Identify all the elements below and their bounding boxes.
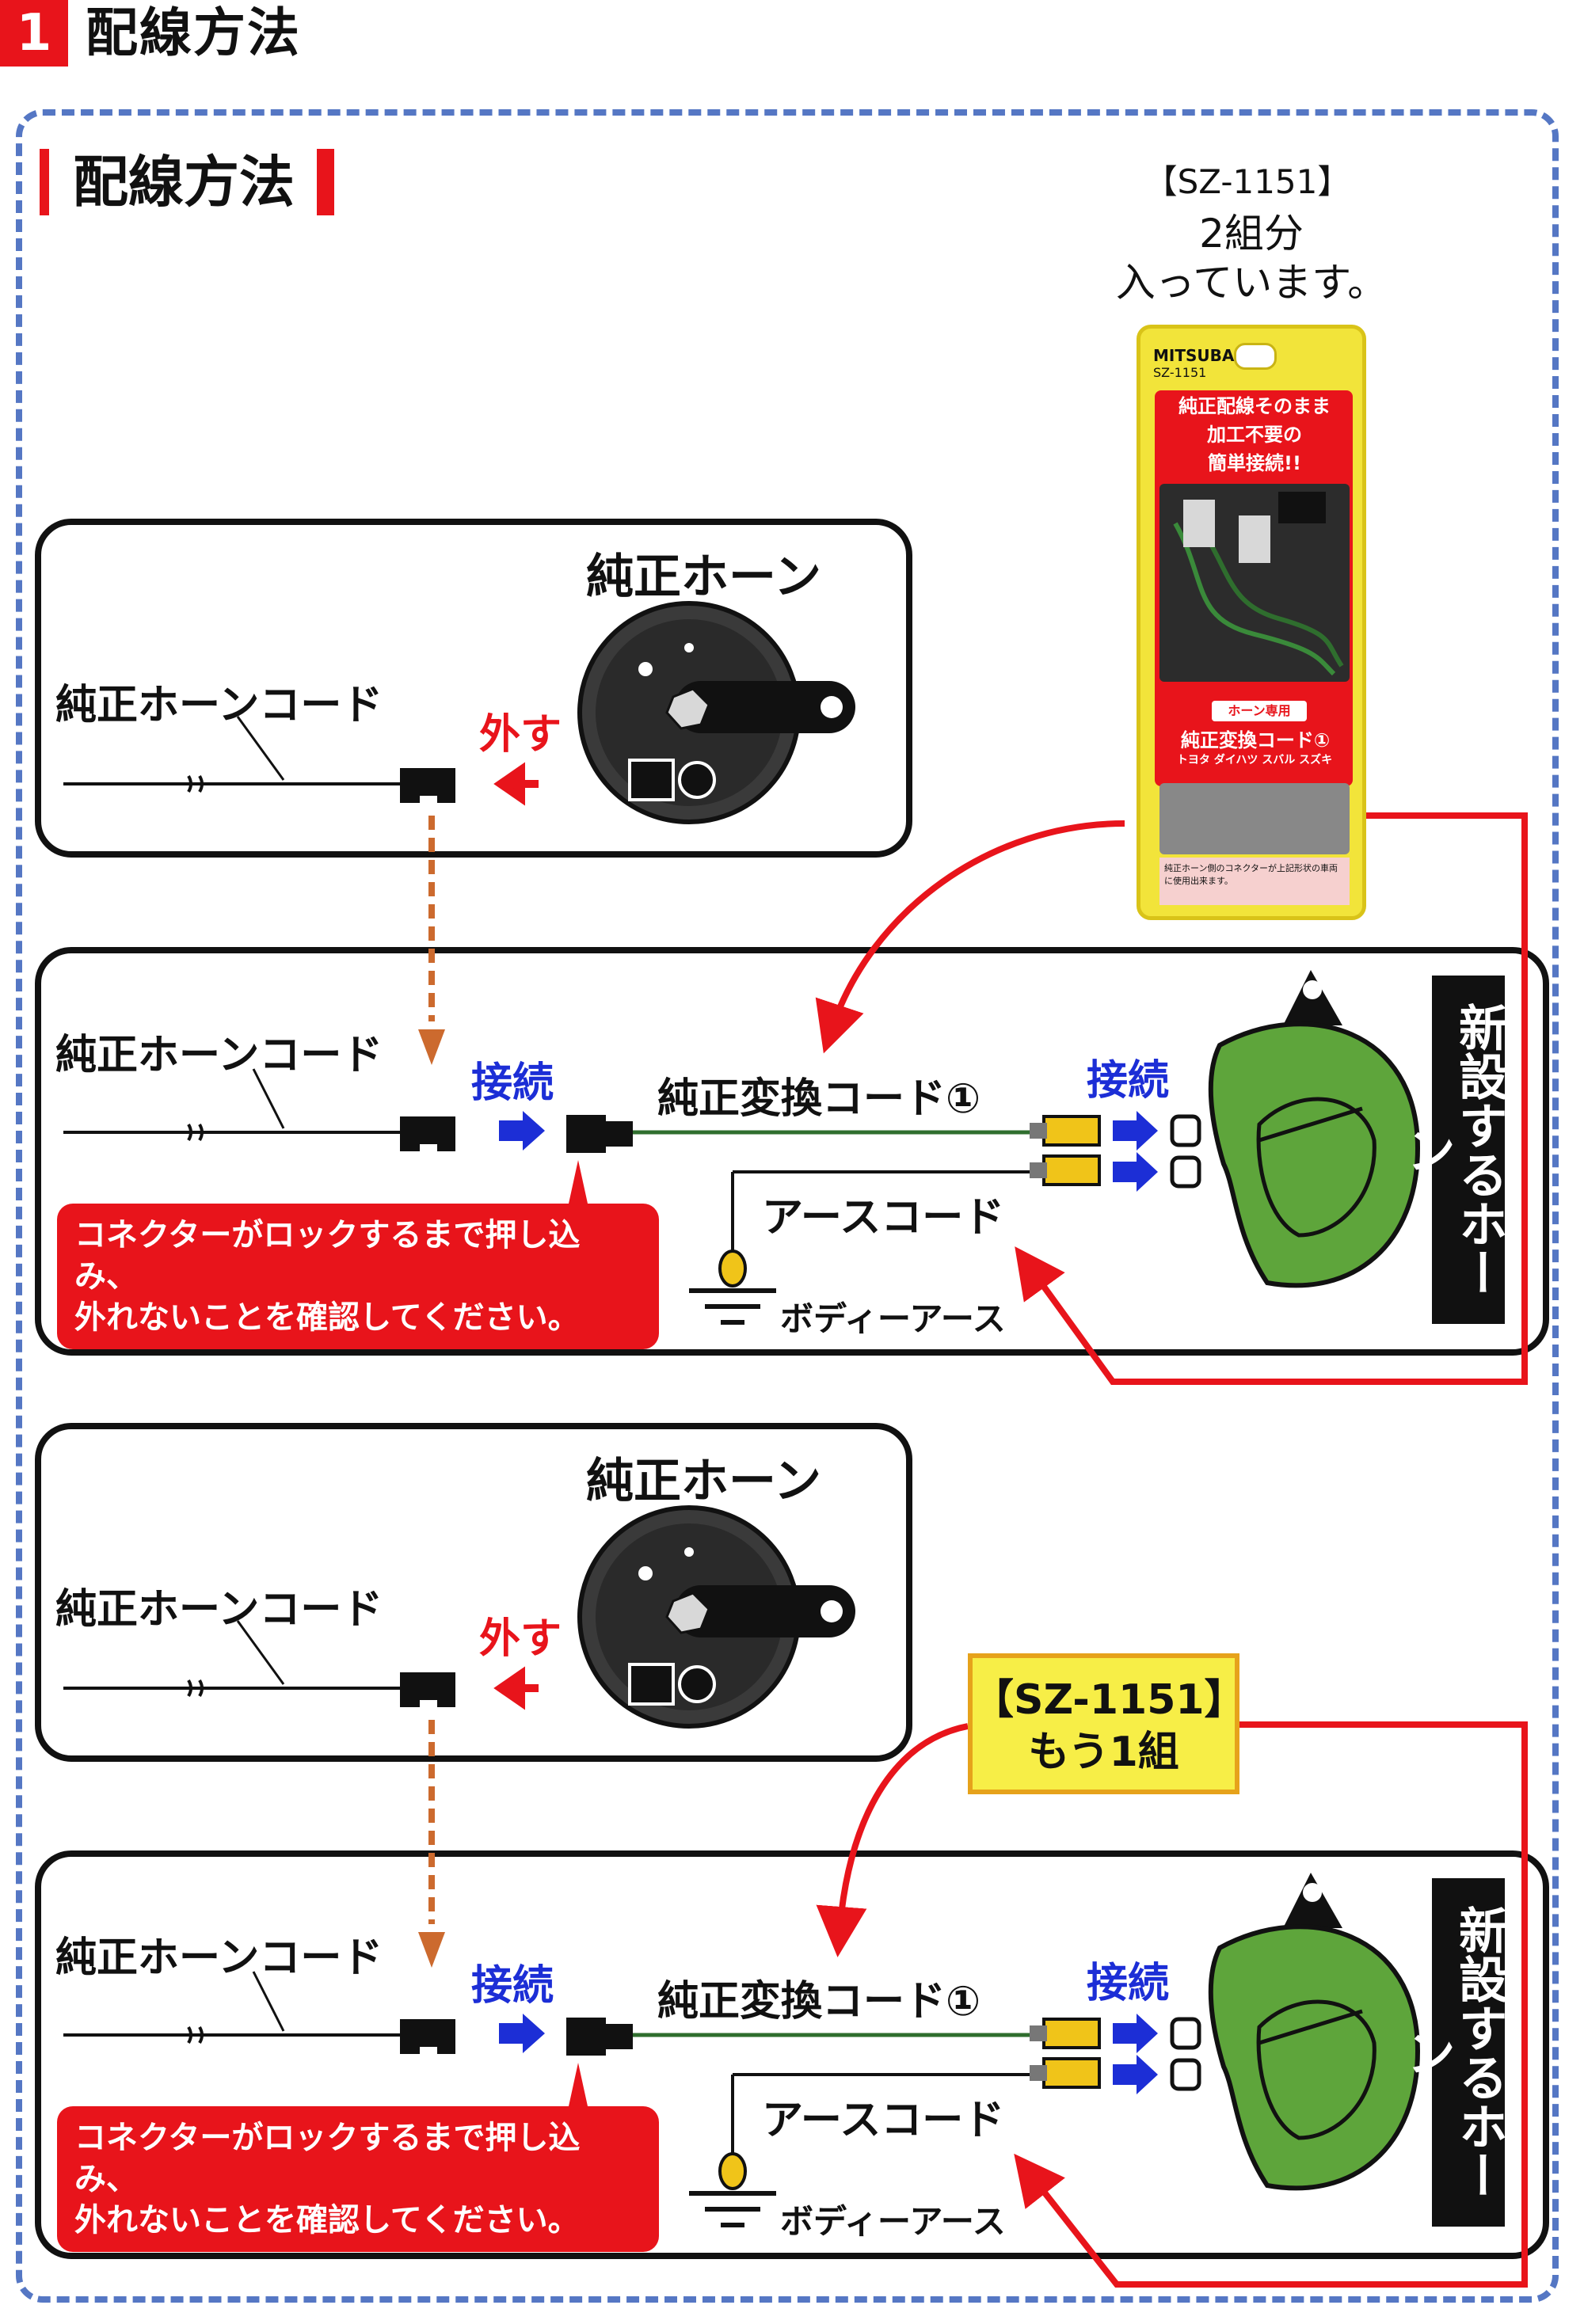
cable-illustration (1173, 492, 1344, 676)
stock-horn-cord-label-1b: 純正ホーンコード (55, 1032, 383, 1079)
red-arrow-to-earth-1 (1015, 812, 1528, 1385)
connect-arrow-2a (499, 2014, 545, 2053)
second-set-box: 【SZ-1151】 もう1組 (968, 1653, 1246, 1794)
package-tag1: 純正配線そのまま (1178, 395, 1331, 417)
connect-arrow-1c (1113, 1152, 1158, 1192)
new-horn-label-1: 新設するホーン (1398, 976, 1508, 1324)
stock-horn-label-2: 純正ホーン (586, 1454, 821, 1509)
product-note: 2組分 入っています。 (1093, 209, 1410, 307)
stock-horn-label-1: 純正ホーン (586, 550, 821, 605)
package-fine-print: 純正ホーン側のコネクターが上記形状の車両に使用出来ます。 (1159, 858, 1350, 905)
callout-1-line1: コネクターがロックするまで押し込み、 (74, 1217, 581, 1295)
callout-2-line2: 外れないことを確認してください。 (74, 2202, 580, 2238)
connect-arrow-1a (499, 1111, 545, 1151)
package-model: SZ-1151 (1153, 365, 1207, 380)
stock-cord-1 (63, 716, 455, 808)
callout-2-line1: コネクターがロックするまで押し込み、 (74, 2120, 581, 2197)
callout-1: コネクターがロックするまで押し込み、 外れないことを確認してください。 (57, 1204, 659, 1349)
package-window (1159, 484, 1350, 682)
remove-arrow-2 (493, 1666, 539, 1710)
remove-label-2: 外す (479, 1615, 562, 1663)
stock-horn-1 (577, 601, 855, 824)
stock-horn-cord-label-2: 純正ホーンコード (55, 1586, 383, 1634)
content-frame (16, 109, 1559, 2303)
callout-1-line2: 外れないことを確認してください。 (74, 1299, 580, 1336)
remove-arrow-1 (493, 762, 539, 806)
body-earth-label-1: ボディーアース (780, 1299, 1006, 1338)
package-makers: トヨタ ダイハツ スバル スズキ (1176, 754, 1333, 766)
red-arrow-to-cord-2 (816, 1723, 969, 1957)
second-set-line1: 【SZ-1151】 (973, 1676, 1246, 1724)
earth-cord-label-1: アースコード (762, 1194, 1005, 1242)
package-brand: MITSUBA (1153, 346, 1235, 365)
package-tagline: 純正配線そのまま 加工不要の 簡単接続!! (1161, 392, 1348, 477)
page-title: 配線方法 (86, 2, 301, 63)
second-set-line2: もう1組 (1028, 1729, 1179, 1776)
product-note-line2: 入っています。 (1115, 260, 1388, 306)
stock-horn-cord-label-2b: 純正ホーンコード (55, 1934, 383, 1982)
conversion-cord-label-1: 純正変換コード① (657, 1075, 981, 1123)
conversion-connector-2 (566, 2018, 1101, 2227)
connect-arrow-2c (1113, 2055, 1158, 2094)
connect-label-1b: 接続 (1087, 1057, 1170, 1105)
new-horn-2 (1170, 1873, 1421, 2191)
red-arrow-to-cord-1 (815, 820, 1125, 1054)
connect-label-2a: 接続 (471, 1962, 554, 2010)
hang-hole (1234, 343, 1277, 370)
earth-cord-label-2: アースコード (762, 2097, 1005, 2144)
package-tag2: 加工不要の (1207, 424, 1302, 446)
red-arrow-to-earth-2 (1014, 1721, 1528, 2288)
conversion-cord-label-2: 純正変換コード① (657, 1978, 981, 2025)
stock-horn-cord-label-1: 純正ホーンコード (55, 682, 383, 729)
section-number-badge: 1 (0, 0, 68, 67)
connect-arrow-1b (1113, 1111, 1158, 1151)
product-note-line1: 2組分 (1199, 211, 1304, 257)
conversion-connector-1 (566, 1115, 1101, 1325)
body-earth-label-2: ボディーアース (780, 2202, 1006, 2241)
stock-horn-2 (577, 1505, 855, 1729)
callout-2: コネクターがロックするまで押し込み、 外れないことを確認してください。 (57, 2106, 659, 2252)
package-band: ホーン専用 (1212, 701, 1307, 721)
remove-label-1: 外す (479, 711, 562, 759)
new-horn-label-2: 新設するホーン (1398, 1878, 1508, 2227)
product-code: 【SZ-1151】 (1144, 162, 1351, 201)
stock-cord-2 (63, 1620, 455, 1713)
connect-label-1a: 接続 (471, 1059, 554, 1107)
section-title: 配線方法 (40, 149, 334, 215)
stock-cord-2b (63, 1971, 455, 2060)
new-horn-1 (1170, 970, 1421, 1288)
package-tag3: 簡単接続!! (1208, 452, 1301, 474)
product-package-image: MITSUBA SZ-1151 純正配線そのまま 加工不要の 簡単接続!! ホー… (1137, 325, 1366, 920)
connect-arrow-2b (1113, 2014, 1158, 2053)
stock-cord-1b (63, 1068, 455, 1157)
package-connector-photo (1159, 783, 1350, 854)
package-product-name: 純正変換コード① (1180, 729, 1331, 751)
connect-label-2b: 接続 (1087, 1960, 1170, 2007)
